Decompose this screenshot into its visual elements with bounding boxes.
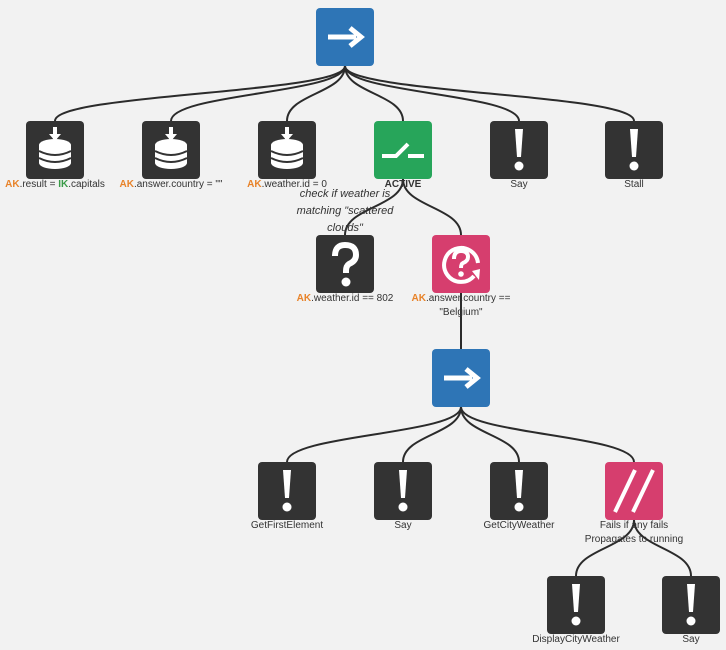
action-label-get-city-weather: GetCityWeather [483,520,555,531]
action-node-say-2[interactable] [374,462,432,520]
store-node-answer-country[interactable] [142,121,200,179]
switch-node-active[interactable] [374,121,432,179]
sequence-node-inner[interactable] [432,349,490,407]
edge-active-repeat [402,178,462,236]
comment-line-3: clouds" [327,222,363,234]
question-icon [332,241,360,287]
action-node-display-city-weather[interactable] [547,576,605,634]
condition-node-weather-check[interactable] [316,235,374,293]
comment-line-1: check if weather is [299,188,391,200]
exclamation-icon [514,470,524,512]
store-node-result[interactable] [26,121,84,179]
action-label-get-first-element: GetFirstElement [250,520,324,531]
exclamation-icon [398,470,408,512]
action-label-say-3: Say [682,634,700,645]
edge-root-store2 [170,65,346,122]
store-node-weather-id[interactable] [258,121,316,179]
sequence-node-root[interactable] [316,8,374,66]
exclamation-icon [686,584,696,626]
database-icon [38,127,72,169]
action-node-stall[interactable] [605,121,663,179]
parallel-icon [613,469,655,513]
repeat-until-label: AK.answer.country == "Belgium" [411,293,511,318]
store-label-weather-id: AK.weather.id = 0 [247,179,327,190]
exclamation-icon [514,129,524,171]
edge-seq2-getCity [460,406,520,463]
action-node-get-first-element[interactable] [258,462,316,520]
exclamation-icon [571,584,581,626]
store-label-result: AK.result = IK.capitals [5,179,105,190]
exclamation-icon [282,470,292,512]
switch-icon [382,142,424,158]
action-label-display-city-weather: DisplayCityWeather [532,634,620,645]
edge-root-store3 [286,65,346,122]
action-label-stall: Stall [624,179,644,190]
edge-parallel-say3 [633,519,692,577]
parallel-label: Fails if any fails Propagates to running [584,520,684,545]
condition-label: AK.weather.id == 802 [296,293,394,304]
exclamation-icon [629,129,639,171]
action-node-say-3[interactable] [662,576,720,634]
edge-seq2-say2 [402,406,462,463]
edge-active-check [344,178,404,236]
edge-root-say1 [344,65,520,122]
comment-line-2: matching "scattered [296,205,394,217]
action-label-say-2: Say [394,520,412,531]
arrow-right-icon [328,26,365,48]
edge-seq2-getFirst [286,406,462,463]
edge-root-store1 [54,65,346,122]
action-node-get-city-weather[interactable] [490,462,548,520]
repeat-until-node-belgium[interactable] [432,235,490,293]
parallel-node[interactable] [605,462,663,520]
switch-label: ACTIVE [384,179,422,190]
arrow-right-icon [444,367,481,389]
edge-parallel-display [575,519,635,577]
action-label-say: Say [510,179,528,190]
database-icon [154,127,188,169]
database-icon [270,127,304,169]
edge-root-active [344,65,404,122]
edge-seq2-parallel [460,406,635,463]
store-label-answer-country: AK.answer.country = "" [119,179,223,190]
question-loop-icon [442,245,480,284]
node-comment: check if weather is matching "scattered … [280,186,410,237]
action-node-say[interactable] [490,121,548,179]
edge-root-stall [344,65,635,122]
